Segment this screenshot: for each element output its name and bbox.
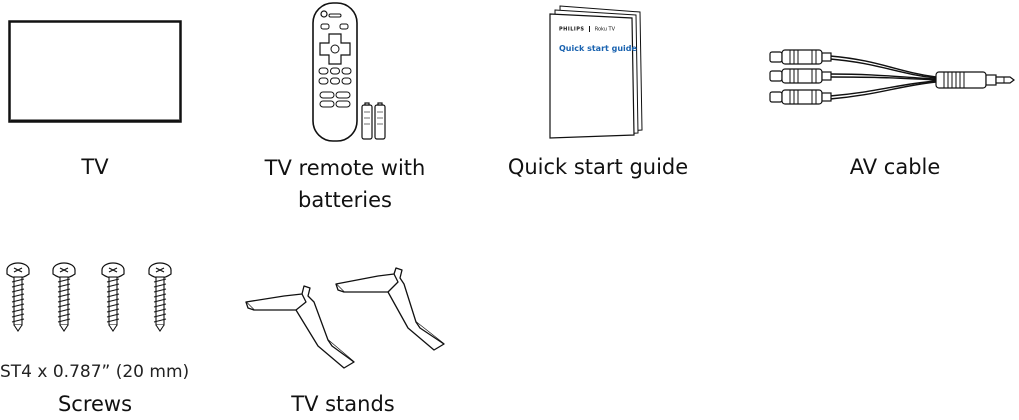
remote-label: TV remote with batteries xyxy=(255,152,435,216)
cable-label: AV cable xyxy=(849,155,941,179)
av-cable-icon xyxy=(769,49,1015,105)
guide-brand: PHILIPS xyxy=(559,26,585,33)
guide-product: Roku TV xyxy=(594,26,616,33)
guide-label: Quick start guide xyxy=(507,155,689,179)
stands-label: TV stands xyxy=(291,392,395,416)
battery-icon xyxy=(361,102,386,140)
remote-label-line1: TV remote with xyxy=(264,156,426,180)
stand-icon xyxy=(245,267,445,369)
remote-icon xyxy=(312,2,358,142)
screw-icon xyxy=(6,262,172,332)
tv-label: TV xyxy=(81,155,109,179)
tv-icon xyxy=(8,20,182,123)
screws-label: Screws xyxy=(57,392,133,416)
remote-label-line2: batteries xyxy=(298,188,392,212)
guide-brand-row: PHILIPS Roku TV xyxy=(559,26,615,33)
screw-spec: ST4 x 0.787” (20 mm) xyxy=(0,362,190,382)
guide-cover-title: Quick start guide xyxy=(559,44,637,53)
guide-booklet-icon xyxy=(549,5,643,139)
